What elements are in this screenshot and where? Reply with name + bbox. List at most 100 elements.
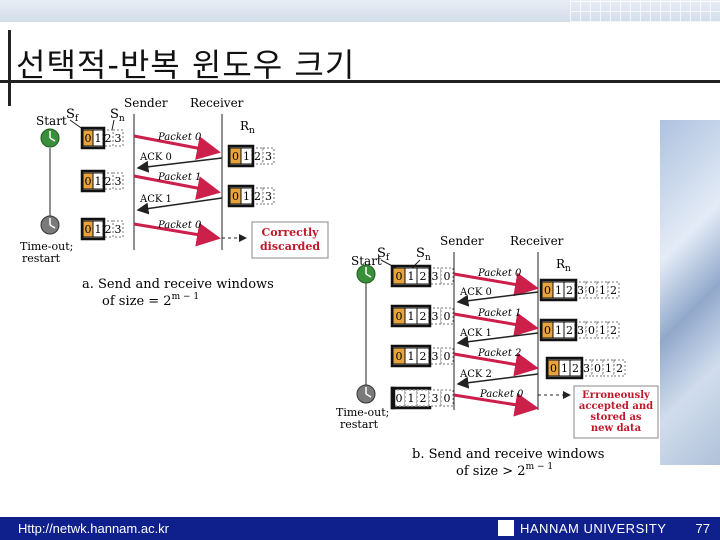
window-cell-label: 0 (444, 392, 451, 405)
window-cell-label: 2 (254, 150, 261, 163)
window-cell-label: 0 (588, 324, 595, 337)
footer-university: HANNAM UNIVERSITY (520, 521, 667, 536)
window-cell (596, 281, 609, 299)
window-cell (607, 281, 620, 299)
window-cell-label: 1 (243, 150, 250, 163)
packet-0-label-b: Packet 0 (477, 268, 522, 279)
window-cell-label: 0 (588, 284, 595, 297)
window-cell-label: 3 (265, 190, 272, 203)
window-cell-label: 2 (566, 284, 573, 297)
window-cell (440, 267, 454, 285)
packet-0-retransmit-label-b: Packet 0 (479, 389, 524, 400)
window-cell-label: 1 (408, 310, 415, 323)
receiver-label-b: Receiver (510, 234, 564, 248)
window-cell (262, 147, 275, 165)
rn-label: Rn (240, 119, 255, 136)
window-cell (262, 187, 275, 205)
sf-label: Sf (66, 107, 79, 124)
window-frame (390, 344, 432, 368)
timeout-clock-icon (40, 215, 60, 235)
window-frame (390, 304, 432, 328)
window-cell-label: 0 (444, 350, 451, 363)
window-cell-label: 2 (254, 190, 261, 203)
window-cell (613, 359, 626, 377)
window-cell-label: 1 (95, 132, 102, 145)
packet-0-retransmit-arrow (133, 222, 221, 247)
diagram-b: Start Sf Sn Sender Receiver Rn Time-out;… (336, 234, 659, 479)
window-cell-label: 1 (243, 190, 250, 203)
window-cell (440, 347, 454, 365)
timeout-label-b: Time-out; (336, 406, 389, 419)
window-cell (591, 359, 604, 377)
sn-label: Sn (110, 107, 125, 124)
packet-0-label: Packet 0 (157, 132, 202, 143)
window-cell-label: 0 (85, 223, 92, 236)
window-cell-label: 3 (577, 284, 584, 297)
result-a-line-2: discarded (260, 240, 320, 253)
ack-0-arrow-b (456, 291, 539, 307)
window-cell-label: 0 (444, 270, 451, 283)
window-cell-label: 0 (544, 284, 551, 297)
restart-label-b: restart (340, 418, 379, 431)
ack-0-arrow (136, 157, 223, 173)
window-cell-label: 2 (566, 324, 573, 337)
window-cell (112, 129, 124, 147)
ack-1-label: ACK 1 (139, 194, 172, 205)
window-frame (539, 278, 578, 302)
window-cell-label: 2 (420, 350, 427, 363)
result-b-line-4: new data (591, 423, 642, 434)
window-cell-label: 1 (555, 284, 562, 297)
caption-a-line-1: a. Send and receive windows (82, 277, 274, 292)
receiver-label: Receiver (190, 96, 244, 110)
rn-label-b: Rn (556, 257, 571, 274)
window-cell-label: 3 (583, 362, 590, 375)
packet-1-label-b: Packet 1 (477, 308, 521, 319)
timeout-clock-icon-b (356, 384, 376, 404)
ack-1-arrow-b (456, 332, 539, 348)
window-cell-label: 0 (396, 392, 403, 405)
window-cell-label: 2 (105, 175, 112, 188)
window-cell-label: 1 (408, 270, 415, 283)
timeout-label: Time-out; (20, 240, 73, 253)
packet-1-arrow (133, 174, 221, 200)
packet-1-arrow-b (453, 312, 539, 337)
window-cell-label: 0 (232, 150, 239, 163)
window-size-diagram: Start Sf Sn Sender Receiver Rn Time-out;… (20, 96, 659, 479)
window-cell-label: 0 (544, 324, 551, 337)
window-cell-label: 0 (232, 190, 239, 203)
restart-label: restart (22, 252, 61, 265)
packet-2-arrow-b (453, 352, 539, 377)
sender-label: Sender (124, 96, 168, 110)
window-frame (539, 318, 578, 342)
window-cell (596, 321, 609, 339)
window-cell-label: 3 (265, 150, 272, 163)
result-b-line-3: stored as (590, 412, 642, 423)
start-clock-icon (40, 128, 60, 148)
ack-1-arrow (136, 197, 223, 215)
start-label: Start (36, 114, 67, 128)
window-frame (80, 169, 106, 193)
window-cell-label: 0 (396, 350, 403, 363)
window-cell-label: 3 (115, 175, 122, 188)
window-cell-label: 0 (396, 270, 403, 283)
window-cell-label: 0 (444, 310, 451, 323)
window-frame (390, 386, 396, 410)
university-logo-icon (498, 520, 514, 536)
window-cell (440, 389, 454, 407)
window-cell-label: 1 (95, 223, 102, 236)
ack-0-label-b: ACK 0 (459, 287, 492, 298)
window-frame (390, 264, 432, 288)
packet-0-arrow (133, 134, 221, 160)
ack-1-label-b: ACK 1 (459, 328, 492, 339)
footer-bar: Http://netwk.hannam.ac.kr HANNAM UNIVERS… (0, 517, 720, 540)
ack-2-arrow-b (456, 373, 539, 389)
